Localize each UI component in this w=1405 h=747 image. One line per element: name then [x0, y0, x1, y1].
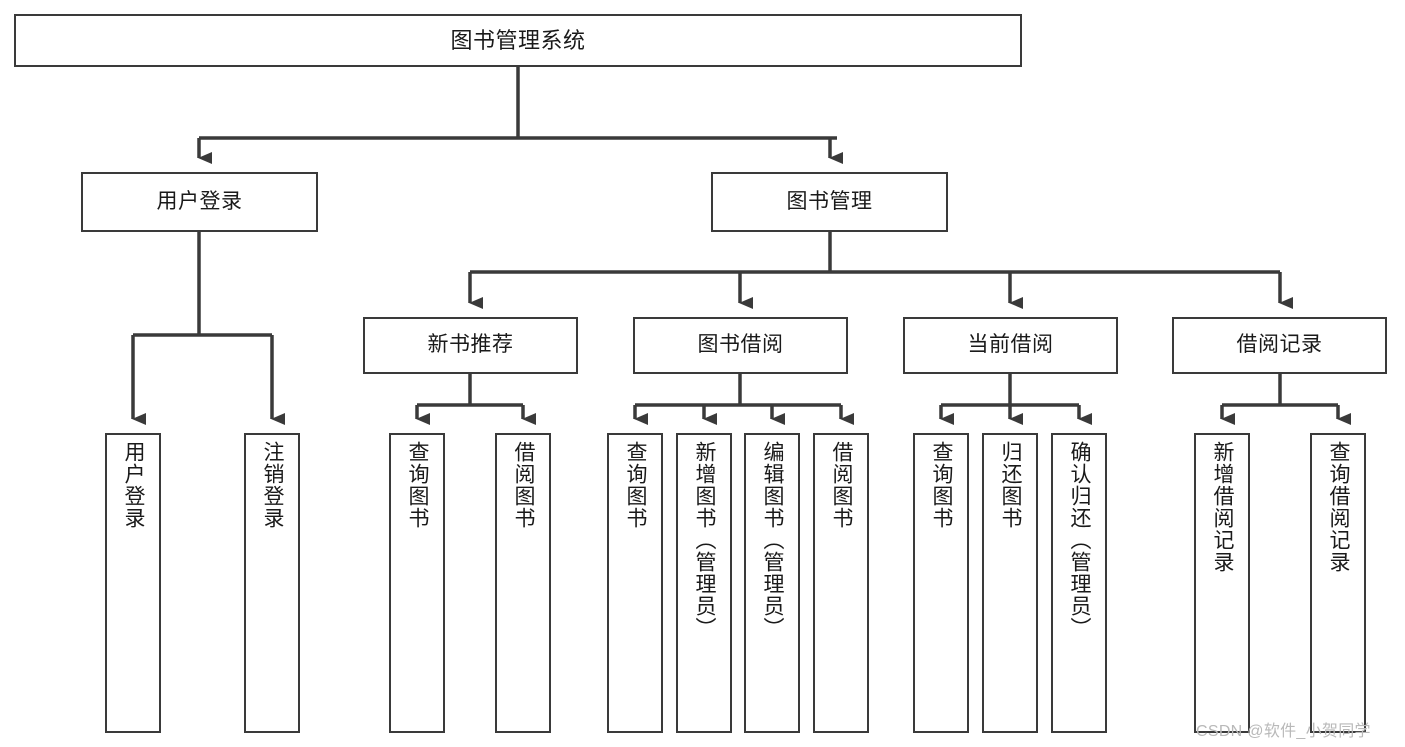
leaf-current-confirm-return-admin[interactable]: 确认归还（管理员） — [1051, 433, 1107, 733]
leaf-user-login-login[interactable]: 用户登录 — [105, 433, 161, 733]
node-label: 归还图书 — [999, 441, 1023, 529]
node-label: 借阅图书 — [512, 441, 536, 529]
leaf-records-add-record[interactable]: 新增借阅记录 — [1194, 433, 1250, 733]
node-borrow-records[interactable]: 借阅记录 — [1172, 317, 1387, 374]
leaf-records-query-record[interactable]: 查询借阅记录 — [1310, 433, 1366, 733]
node-label: 查询图书 — [624, 441, 648, 529]
node-label: 图书借阅 — [697, 333, 784, 357]
leaf-borrow-query-book[interactable]: 查询图书 — [607, 433, 663, 733]
node-label: 查询借阅记录 — [1327, 441, 1351, 573]
node-label: 图书管理系统 — [450, 27, 586, 53]
node-label: 用户登录 — [156, 189, 243, 213]
node-label: 用户登录 — [122, 441, 146, 529]
node-new-book-recommend[interactable]: 新书推荐 — [363, 317, 578, 374]
node-root-book-management-system[interactable]: 图书管理系统 — [14, 14, 1022, 67]
csdn-watermark: CSDN @软件_小贺同学 — [1196, 723, 1371, 740]
node-label: 新增图书（管理员） — [693, 441, 717, 639]
node-label: 借阅记录 — [1236, 333, 1323, 357]
node-label: 图书管理 — [786, 189, 873, 213]
node-label: 查询图书 — [406, 441, 430, 529]
leaf-current-query-book[interactable]: 查询图书 — [913, 433, 969, 733]
node-current-borrow[interactable]: 当前借阅 — [903, 317, 1118, 374]
node-label: 编辑图书（管理员） — [761, 441, 785, 639]
node-user-login[interactable]: 用户登录 — [81, 172, 318, 232]
leaf-current-return-book[interactable]: 归还图书 — [982, 433, 1038, 733]
leaf-borrow-add-book-admin[interactable]: 新增图书（管理员） — [676, 433, 732, 733]
node-label: 确认归还（管理员） — [1068, 441, 1092, 639]
leaf-recommend-borrow-book[interactable]: 借阅图书 — [495, 433, 551, 733]
leaf-recommend-query-book[interactable]: 查询图书 — [389, 433, 445, 733]
node-label: 新书推荐 — [427, 333, 514, 357]
node-label: 借阅图书 — [830, 441, 854, 529]
node-label: 新增借阅记录 — [1211, 441, 1235, 573]
node-book-borrow[interactable]: 图书借阅 — [633, 317, 848, 374]
node-label: 注销登录 — [261, 441, 285, 529]
node-label: 当前借阅 — [967, 333, 1054, 357]
leaf-user-login-logout[interactable]: 注销登录 — [244, 433, 300, 733]
leaf-borrow-borrow-book[interactable]: 借阅图书 — [813, 433, 869, 733]
node-book-management[interactable]: 图书管理 — [711, 172, 948, 232]
node-label: 查询图书 — [930, 441, 954, 529]
leaf-borrow-edit-book-admin[interactable]: 编辑图书（管理员） — [744, 433, 800, 733]
